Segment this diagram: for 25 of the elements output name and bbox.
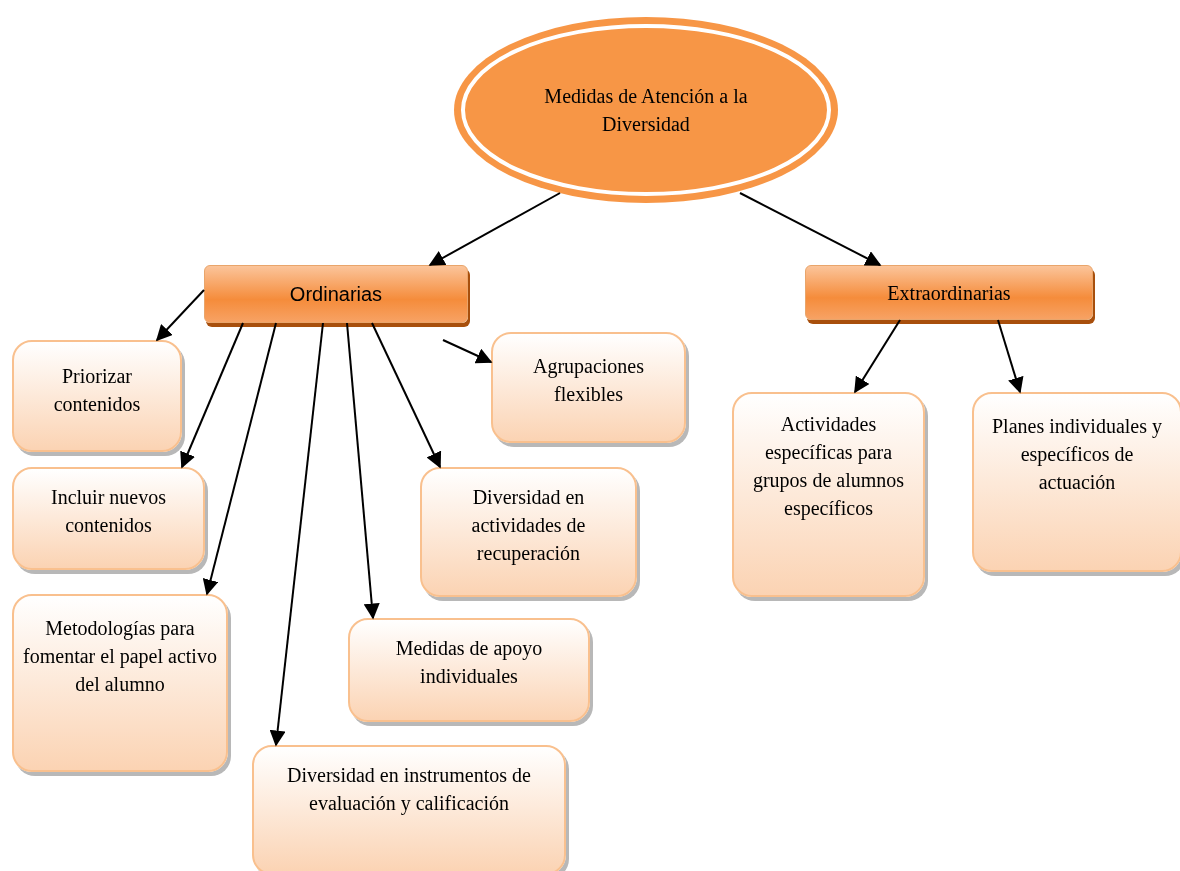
node-text: Agrupaciones flexibles (531, 354, 646, 407)
arrow (428, 192, 561, 266)
node-text: Medidas de Atención a la Diversidad (543, 84, 749, 137)
arrow (442, 339, 493, 364)
process-box (252, 745, 566, 871)
arrow (180, 322, 244, 469)
node-text: Metodologías para fomentar el papel activo del alumno (22, 616, 218, 697)
node-text: Incluir nuevos contenidos (50, 485, 167, 538)
arrow (202, 322, 277, 596)
arrow (346, 322, 380, 620)
node-text: Extraordinarias (887, 280, 1011, 306)
arrow (854, 319, 901, 394)
node-text: Planes individuales y específicos de actuación (991, 414, 1163, 495)
oval-node (452, 15, 840, 205)
node-text: Diversidad en instrumentos de evaluación y calificación (286, 763, 532, 817)
arrow (371, 322, 442, 469)
arrow (739, 192, 882, 266)
arrow (269, 322, 324, 747)
node-text: Ordinarias (289, 282, 383, 307)
arrow (155, 289, 205, 342)
node-text: Diversidad en actividades de recuperación (470, 485, 587, 567)
arrow (997, 319, 1024, 394)
node-text: Priorizar contenidos (52, 364, 142, 417)
node-text: Medidas de apoyo individuales (394, 636, 544, 689)
node-text: Actividades específicas para grupos de alumnos específicos (751, 412, 906, 522)
